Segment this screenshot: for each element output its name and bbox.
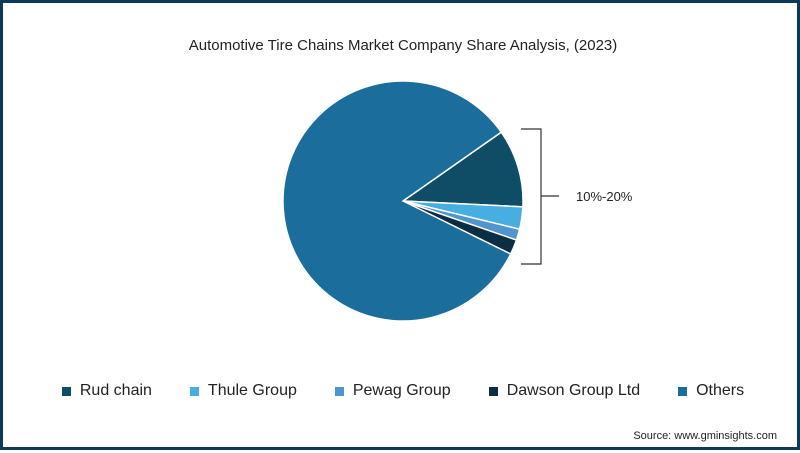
chart-legend: Rud chain Thule Group Pewag Group Dawson Gr… bbox=[3, 382, 800, 400]
legend-label: Rud chain bbox=[79, 382, 152, 399]
legend-swatch bbox=[189, 386, 199, 396]
legend-swatch bbox=[61, 386, 71, 396]
legend-item: Rud chain bbox=[61, 382, 152, 400]
legend-swatch bbox=[488, 386, 498, 396]
source-note: Source: www.gminsights.com bbox=[633, 430, 777, 442]
legend-label: Thule Group bbox=[207, 382, 297, 399]
legend-item: Thule Group bbox=[189, 382, 297, 400]
legend-label: Dawson Group Ltd bbox=[506, 382, 641, 399]
pie-slice-others bbox=[282, 80, 512, 322]
legend-label: Others bbox=[696, 382, 745, 399]
legend-swatch bbox=[678, 386, 688, 396]
legend-item: Others bbox=[678, 382, 744, 400]
legend-label: Pewag Group bbox=[352, 382, 451, 399]
pie-slices bbox=[282, 80, 524, 322]
legend-item: Pewag Group bbox=[334, 382, 451, 400]
chart-title: Automotive Tire Chains Market Company Sh… bbox=[188, 37, 618, 54]
share-bracket-label: 10%-20% bbox=[576, 189, 633, 204]
legend-swatch bbox=[334, 386, 344, 396]
legend-item: Dawson Group Ltd bbox=[488, 382, 641, 400]
pie-slice-rud-chain bbox=[400, 131, 524, 208]
share-bracket bbox=[521, 128, 559, 265]
pie-chart: 10%-20% bbox=[282, 80, 633, 322]
